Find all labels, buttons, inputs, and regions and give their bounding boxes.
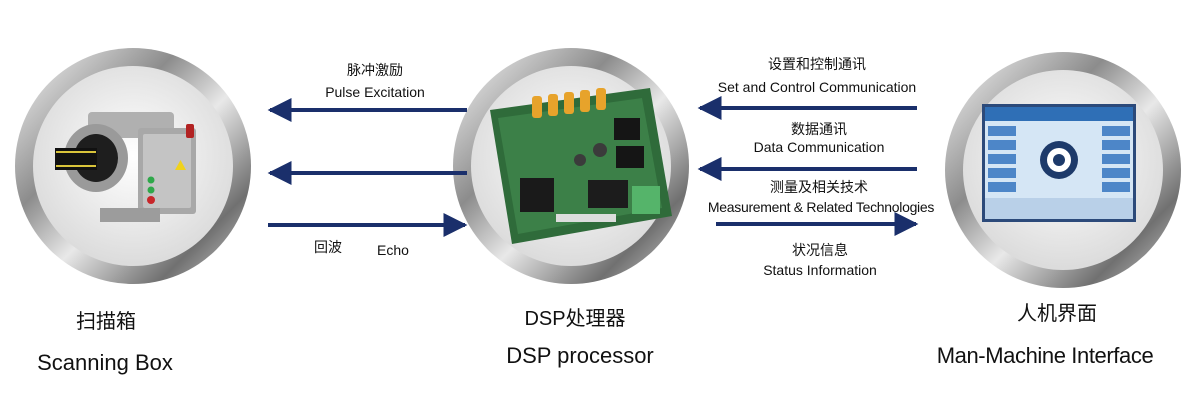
set-control-label-en: Set and Control Communication	[717, 79, 917, 95]
hmi-title-en: Man-Machine Interface	[936, 343, 1154, 368]
data-comm-label-en: Data Communication	[753, 139, 885, 155]
echo-label-en: Echo	[377, 242, 409, 258]
measure-label-en: Measurement & Related Technologies	[707, 199, 935, 215]
hmi-title-cn: 人机界面	[1017, 303, 1097, 325]
status-label-cn: 状况信息	[792, 242, 848, 258]
hmi-node	[945, 52, 1181, 288]
pulse-label-en: Pulse Excitation	[325, 84, 425, 100]
scanning-box-title-en: Scanning Box	[37, 350, 173, 375]
circuit-board-icon	[490, 88, 672, 244]
scanning-box-title-cn: 扫描箱	[76, 311, 136, 333]
pulse-label-cn: 脉冲激励	[347, 62, 403, 78]
dsp-node	[453, 48, 689, 284]
echo-label-cn: 回波	[314, 239, 342, 255]
monitor-screen-icon	[982, 104, 1136, 222]
measure-label-cn: 测量及相关技术	[770, 179, 868, 195]
scanning-box-node	[15, 48, 251, 284]
set-control-label-cn: 设置和控制通讯	[768, 56, 866, 72]
dsp-title-cn: DSP处理器	[524, 308, 626, 330]
data-comm-label-cn: 数据通讯	[791, 121, 847, 137]
status-label-en: Status Information	[763, 262, 877, 278]
scanning-box-device-icon	[55, 112, 196, 222]
dsp-title-en: DSP processor	[506, 343, 654, 368]
